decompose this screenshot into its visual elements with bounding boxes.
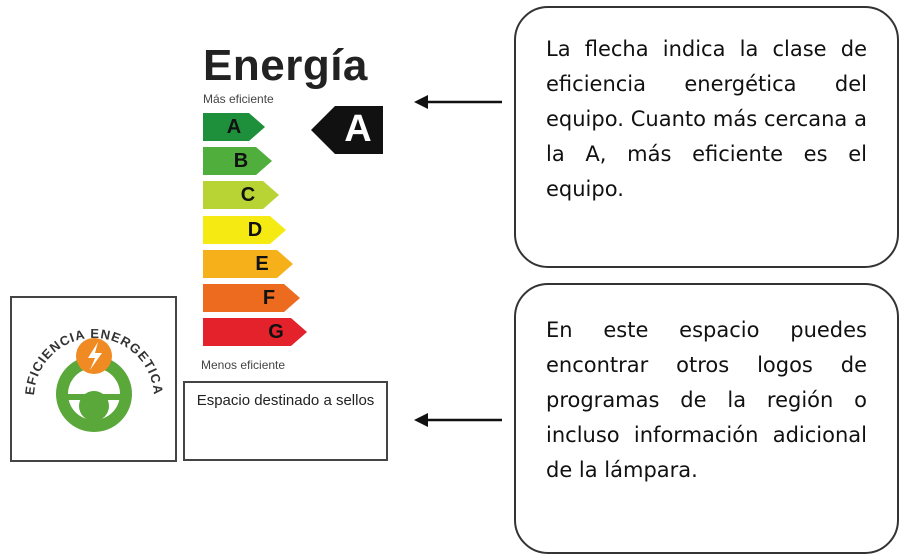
more-efficient-text: Más eficiente: [203, 92, 274, 106]
pointer-arrow-2: [414, 413, 502, 427]
efficiency-bar-letter: F: [262, 287, 276, 309]
efficiency-bar-f: F: [203, 284, 300, 312]
efficiency-bar-c: C: [203, 181, 279, 210]
callout-2-text: En este espacio puedes encontrar otros l…: [546, 318, 867, 482]
efficiency-bar-b: B: [203, 147, 272, 176]
seal-space-box: Espacio destinado a sellos: [183, 381, 388, 461]
class-arrow-icon: [311, 106, 383, 154]
pointer-arrow-1: [414, 95, 502, 109]
efficiency-bar-a: A: [203, 113, 265, 141]
efficiency-bar-letter: D: [247, 218, 263, 241]
efficiency-logo: EFICIENCIA ENERGETICA: [10, 296, 177, 462]
selected-class-arrow: [311, 106, 383, 159]
efficiency-bar-letter: G: [268, 321, 284, 344]
efficiency-bar-letter: A: [226, 116, 242, 138]
efficiency-bar-letter: E: [255, 252, 269, 275]
label-title: Energía: [203, 41, 368, 90]
less-efficient-text: Menos eficiente: [201, 358, 286, 372]
efficiency-bar-letter: B: [233, 150, 249, 173]
efficiency-bar-letter: C: [240, 184, 256, 207]
energy-efficiency-logo-icon: EFICIENCIA ENERGETICA: [22, 326, 165, 432]
selected-class-letter: A: [344, 108, 372, 150]
efficiency-bar-d: D: [203, 215, 286, 244]
seal-space-text: Espacio destinado a sellos: [196, 392, 375, 409]
efficiency-bar-e: E: [203, 249, 293, 278]
callout-class-arrow: La flecha indica la clase de eficiencia …: [514, 6, 899, 268]
callout-1-text: La flecha indica la clase de eficiencia …: [546, 37, 867, 201]
efficiency-bar-g: G: [203, 318, 307, 347]
callout-seal-space: En este espacio puedes encontrar otros l…: [514, 283, 899, 554]
